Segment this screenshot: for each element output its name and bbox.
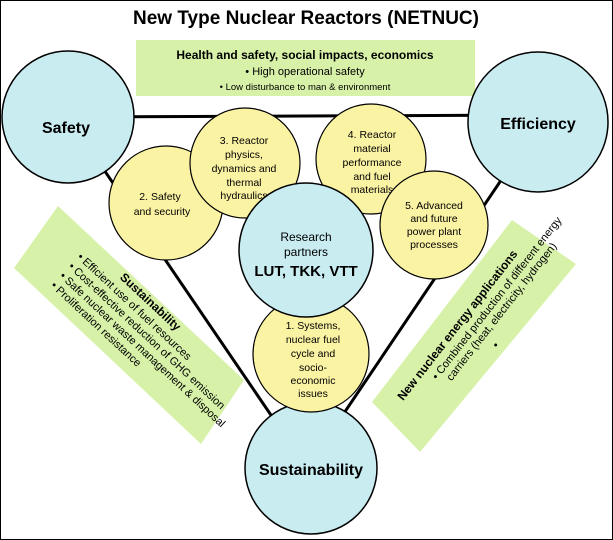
topic-5-circle (379, 170, 489, 280)
sustainability-label: Sustainability (259, 462, 363, 479)
center-node-research-partners: Research partners LUT, TKK, VTT (238, 182, 374, 318)
topic-2-line-2: and security (134, 206, 191, 218)
corner-node-safety: Safety (1, 50, 135, 184)
topic-3-line-4: thermal (226, 177, 261, 189)
right-info-box: New nuclear energy applications • Combin… (372, 214, 576, 452)
topic-1-line-5: economic (291, 375, 336, 387)
diagram-title: New Type Nuclear Reactors (NETNUC) (133, 8, 479, 29)
top-box-line-2: • Low disturbance to man & environment (220, 82, 391, 93)
efficiency-circle (467, 51, 609, 193)
center-line-3: LUT, TKK, VTT (254, 263, 357, 280)
right-box-bg (372, 220, 576, 452)
topic-4-line-4: and fuel (353, 171, 390, 183)
topic-5-line-3: power plant (407, 226, 461, 238)
safety-label: Safety (42, 120, 90, 137)
efficiency-label: Efficiency (500, 116, 576, 133)
center-circle (238, 182, 374, 318)
center-line-1: Research (280, 230, 331, 244)
topic-3-circle (189, 107, 301, 219)
corner-node-sustainability: Sustainability (244, 401, 378, 535)
topic-4-line-5: materials (351, 184, 394, 196)
center-line-2: partners (284, 245, 328, 259)
topic-1-line-4: socio- (299, 362, 328, 374)
topic-node-1: 1. Systems, nuclear fuel cycle and socio… (252, 295, 370, 413)
topic-1-line-3: cycle and (291, 348, 336, 360)
top-box-bg (136, 40, 475, 96)
left-box-bg (14, 206, 244, 444)
topic-1-line-6: issues (298, 388, 328, 400)
top-box-line-1: • High operational safety (245, 66, 365, 78)
topic-4-line-3: performance (343, 157, 402, 169)
topic-5-line-4: processes (410, 239, 458, 251)
topic-4-line-2: material (353, 143, 390, 155)
topic-2-line-1: 2. Safety (139, 191, 181, 203)
topic-3-line-2: physics, (225, 149, 263, 161)
top-box-heading: Health and safety, social impacts, econo… (176, 48, 434, 62)
topic-3-line-3: dynamics and (212, 163, 277, 175)
corner-node-efficiency: Efficiency (467, 51, 609, 193)
topic-1-line-2: nuclear fuel (286, 334, 340, 346)
triangle-outline (65, 113, 548, 471)
topic-4-line-1: 4. Reactor (348, 129, 397, 141)
top-info-box: Health and safety, social impacts, econo… (136, 40, 475, 96)
topic-5-line-2: and future (410, 213, 457, 225)
safety-circle (1, 50, 135, 184)
topic-1-line-1: 1. Systems, (286, 320, 341, 332)
topic-3-line-5: hydraulics (220, 190, 267, 202)
topic-node-3: 3. Reactor physics, dynamics and thermal… (189, 107, 301, 219)
topic-5-line-1: 5. Advanced (405, 200, 463, 212)
right-box-line-3: • (490, 340, 502, 351)
topic-3-line-1: 3. Reactor (220, 135, 269, 147)
topic-node-5: 5. Advanced and future power plant proce… (379, 170, 489, 280)
